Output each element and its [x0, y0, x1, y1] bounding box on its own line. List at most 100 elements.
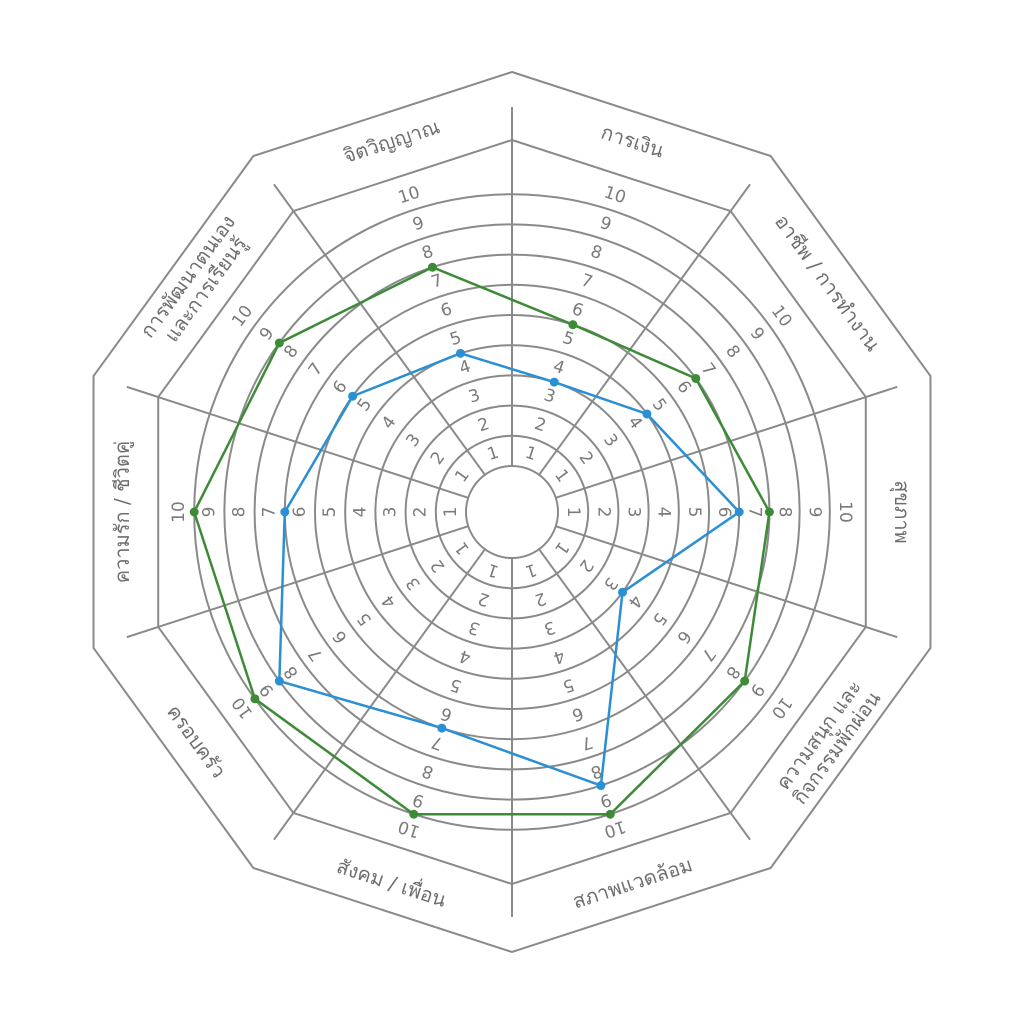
scale-label: 3: [624, 507, 644, 518]
scale-label: 5: [560, 674, 576, 696]
scale-label: 9: [256, 680, 279, 701]
scale-label: 10: [601, 816, 628, 842]
scale-label: 1: [523, 559, 539, 581]
scale-label: 4: [457, 357, 473, 379]
scale-label: 4: [623, 413, 646, 434]
scale-label: 3: [402, 430, 425, 451]
scale-label: 2: [411, 507, 431, 518]
scale-label: 5: [648, 395, 671, 416]
category-label-line: สภาพแวดล้อม: [570, 852, 696, 913]
scale-label: 10: [169, 501, 189, 523]
scale-label: 2: [476, 414, 492, 436]
scale-label: 5: [354, 395, 377, 416]
scale-label: 8: [721, 662, 744, 683]
scale-label: 9: [746, 324, 769, 345]
scale-label: 7: [260, 507, 280, 518]
scale-label: 5: [684, 507, 704, 518]
category-label: สภาพแวดล้อม: [570, 852, 696, 913]
scale-label: 3: [402, 573, 425, 594]
scale-label: 9: [597, 789, 613, 811]
scale-label: 6: [672, 626, 695, 647]
scale-label: 9: [597, 213, 613, 235]
scale-label: 1: [550, 466, 573, 487]
scale-label: 1: [550, 538, 573, 559]
data-point-blue: [734, 507, 744, 517]
data-point-green: [568, 320, 578, 330]
data-point-green: [605, 809, 615, 819]
scale-label: 10: [601, 183, 628, 209]
data-point-green: [764, 507, 774, 517]
scale-label: 4: [551, 357, 567, 379]
spoke: [555, 525, 898, 639]
scale-label: 3: [381, 507, 401, 518]
scale-label: 6: [569, 299, 585, 321]
scale-label: 10: [396, 183, 423, 209]
scale-label: 7: [429, 270, 445, 292]
scale-label: 4: [551, 645, 567, 667]
scale-label: 7: [744, 507, 764, 518]
scale-label: 7: [305, 644, 328, 665]
scale-label: 4: [654, 507, 674, 518]
data-point-blue: [618, 587, 628, 597]
scale-label: 8: [588, 242, 604, 264]
scale-label: 2: [532, 414, 548, 436]
scale-label: 2: [593, 507, 613, 518]
spoke: [273, 548, 486, 841]
scale-label: 5: [320, 507, 340, 518]
data-point-blue: [549, 377, 559, 387]
data-point-blue: [437, 723, 447, 733]
scale-label: 7: [429, 731, 445, 753]
scale-label: 1: [451, 466, 474, 487]
scale-label: 2: [575, 448, 598, 469]
scale-label: 9: [256, 324, 279, 345]
data-point-green: [691, 373, 701, 383]
category-label: การเงิน: [598, 120, 667, 163]
scale-label: 1: [441, 507, 461, 518]
scale-label: 9: [199, 507, 219, 518]
scale-label: 10: [396, 816, 423, 842]
scale-label: 2: [427, 448, 450, 469]
scale-label: 10: [835, 501, 855, 523]
scale-label: 9: [805, 507, 825, 518]
scale-label: 4: [350, 507, 370, 518]
data-point-blue: [274, 676, 284, 686]
scale-label: 9: [410, 213, 426, 235]
scale-label: 3: [599, 573, 622, 594]
scale-label: 1: [563, 507, 583, 518]
scale-label: 2: [575, 555, 598, 576]
category-label-line: ความรัก / ชีวิตคู่: [110, 441, 135, 584]
scale-label: 6: [329, 377, 352, 398]
scale-label: 9: [410, 789, 426, 811]
scale-label: 6: [290, 507, 310, 518]
scale-label: 7: [697, 644, 720, 665]
scale-label: 3: [599, 430, 622, 451]
spoke: [273, 183, 486, 476]
scale-label: 7: [579, 270, 595, 292]
scale-label: 8: [721, 342, 744, 363]
scale-label: 5: [448, 328, 464, 350]
outer-decagon: [92, 70, 932, 954]
scale-label: 7: [305, 359, 328, 380]
data-point-blue: [596, 781, 606, 791]
data-point-green: [409, 809, 419, 819]
scale-label: 6: [438, 703, 454, 725]
center-circle: [465, 465, 559, 559]
scale-label: 8: [420, 760, 436, 782]
scale-label: 1: [485, 443, 501, 465]
scale-label: 4: [457, 645, 473, 667]
scale-label: 6: [569, 703, 585, 725]
scale-label: 8: [230, 507, 250, 518]
category-label: อาชีพ / การทำงาน: [770, 210, 885, 356]
data-point-green: [740, 676, 750, 686]
category-label-line: อาชีพ / การทำงาน: [770, 210, 885, 356]
series-line-blue: [278, 352, 742, 788]
spoke: [538, 548, 751, 841]
scale-label: 3: [541, 385, 557, 407]
scale-label: 2: [476, 588, 492, 610]
category-label-line: การเงิน: [598, 120, 667, 163]
category-label: ความรัก / ชีวิตคู่: [110, 441, 135, 584]
data-point-blue: [455, 348, 465, 358]
scale-label: 3: [466, 385, 482, 407]
scale-label: 4: [378, 591, 401, 612]
